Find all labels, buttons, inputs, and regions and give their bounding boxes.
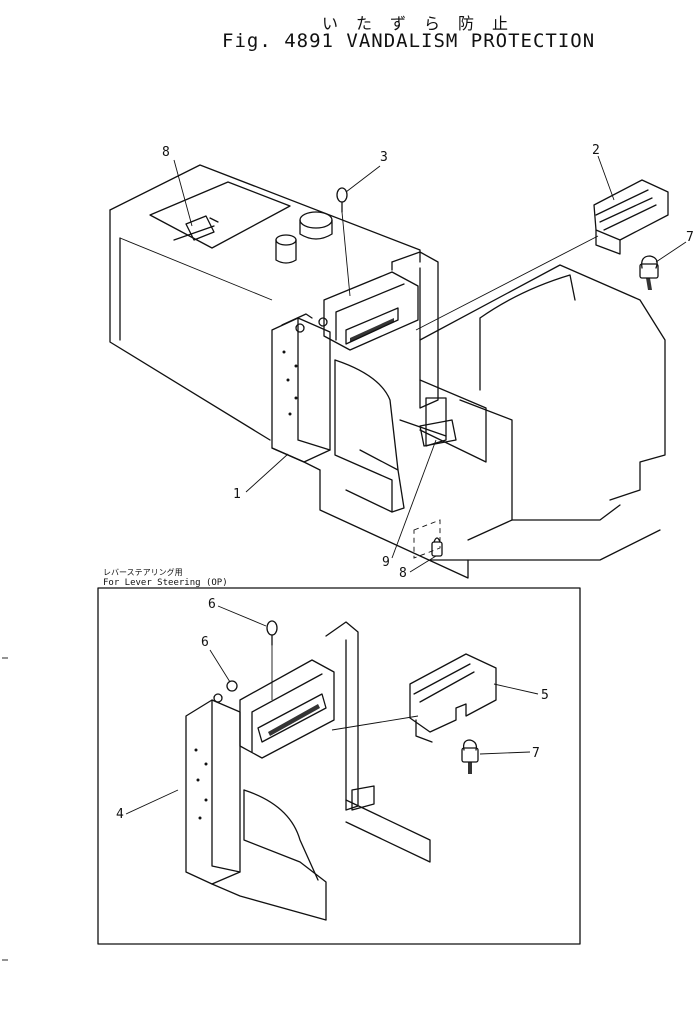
padlock-8-lower — [431, 537, 443, 557]
callout-5: 5 — [541, 688, 549, 703]
padlock-7-upper — [639, 255, 659, 290]
bracket-assembly-4 — [185, 621, 431, 921]
bracket-assembly-1 — [271, 251, 487, 513]
callout-8-lower: 8 — [399, 566, 407, 581]
floor-seat-outline — [319, 264, 666, 579]
eyebolt-3 — [336, 187, 348, 213]
leader-lines-upper — [173, 155, 687, 573]
bolt-6-side — [226, 680, 238, 692]
inset-note-english: For Lever Steering (OP) — [103, 578, 228, 588]
callout-6-side: 6 — [201, 635, 209, 650]
lever-steering-inset-frame — [97, 587, 581, 945]
callout-4: 4 — [116, 807, 124, 822]
title-japanese: いたずら防止 — [322, 14, 527, 33]
callout-1: 1 — [233, 487, 241, 502]
fuel-tank-outline — [109, 164, 421, 441]
leader-lines-lower — [125, 605, 539, 815]
cover-plate-5 — [409, 653, 497, 743]
callout-7-upper: 7 — [686, 230, 694, 245]
figure-title: Fig. 4891 VANDALISM PROTECTION — [222, 30, 596, 52]
callout-2: 2 — [592, 143, 600, 158]
callout-3: 3 — [380, 150, 388, 165]
cover-plate-2 — [593, 179, 669, 255]
inset-note-japanese: レバーステアリング用 — [103, 568, 183, 577]
callout-6-top: 6 — [208, 597, 216, 612]
padlock-8-upper-tank — [173, 215, 219, 241]
eyebolt-6-top — [266, 620, 278, 646]
callout-8-upper: 8 — [162, 145, 170, 160]
callout-9: 9 — [382, 555, 390, 570]
padlock-7-lower — [461, 739, 479, 774]
callout-7-lower: 7 — [532, 746, 540, 761]
